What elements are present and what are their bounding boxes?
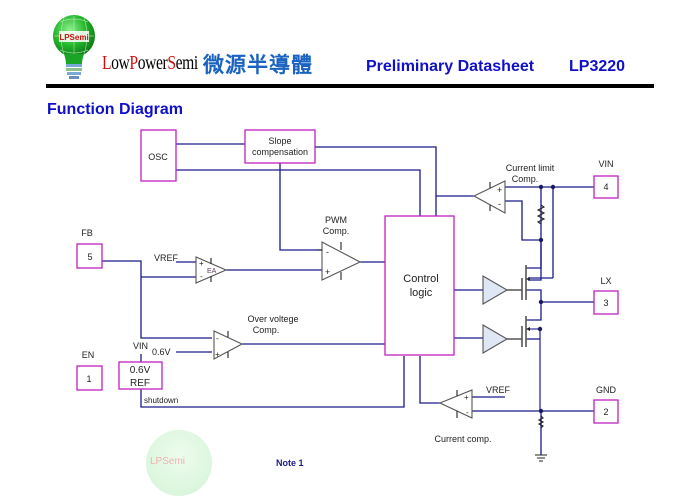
svg-text:+: + <box>325 267 330 277</box>
section-title: Function Diagram <box>47 101 184 118</box>
header-rule <box>46 84 654 88</box>
svg-text:logic: logic <box>410 287 433 299</box>
svg-text:REF: REF <box>130 378 150 389</box>
svg-text:Comp.: Comp. <box>512 174 539 184</box>
svg-text:+: + <box>215 350 220 359</box>
svg-text:EN: EN <box>82 350 95 360</box>
current-limit-sense-resistor <box>536 204 546 225</box>
low-side-gate-buffer <box>482 324 509 354</box>
svg-text:VIN: VIN <box>133 341 148 351</box>
high-side-gate-buffer <box>482 275 509 305</box>
svg-text:+: + <box>199 259 204 268</box>
over-voltage-comparator: - + Over voltege Comp. <box>213 314 299 360</box>
svg-text:VREF: VREF <box>154 253 179 263</box>
svg-text:Control: Control <box>403 273 438 285</box>
svg-text:4: 4 <box>603 182 608 192</box>
svg-text:-: - <box>466 408 469 417</box>
lpsemi-logo-bulb-icon: LPSemi <box>53 15 95 79</box>
svg-text:-: - <box>200 272 203 281</box>
svg-text:FB: FB <box>81 228 93 238</box>
brand-name-en: LowPowerSemi <box>102 52 198 74</box>
svg-text:EA: EA <box>207 268 217 275</box>
svg-text:5: 5 <box>87 252 92 262</box>
svg-text:Current limit: Current limit <box>506 163 555 173</box>
current-sense-resistor <box>537 415 545 429</box>
svg-text:-: - <box>498 199 501 209</box>
part-number: LP3220 <box>569 58 626 75</box>
pin-gnd: GND 2 <box>593 385 619 424</box>
svg-text:0.6V: 0.6V <box>130 365 151 376</box>
svg-text:Over voltege: Over voltege <box>247 314 298 324</box>
error-amplifier: + - EA <box>195 256 228 284</box>
svg-text:+: + <box>464 393 469 402</box>
slope-compensation-block: Slope compensation <box>244 129 316 164</box>
high-side-mosfet <box>507 265 530 300</box>
reference-block: 0.6V REF <box>118 361 163 390</box>
pin-en: EN 1 <box>76 350 103 391</box>
watermark-text: LPSemi <box>150 456 186 467</box>
current-limit-comparator: + - Current limit Comp. <box>472 163 555 214</box>
low-side-mosfet <box>507 316 530 347</box>
current-comparator: + - Current comp. <box>434 389 492 444</box>
function-diagram: OSC Slope compensation Control logic 0.6… <box>76 129 619 462</box>
svg-text:-: - <box>326 247 329 257</box>
logo-badge-text: LPSemi <box>59 33 88 42</box>
control-logic-block: Control logic <box>384 215 455 356</box>
junction-dots <box>537 184 556 414</box>
svg-text:Current comp.: Current comp. <box>434 434 491 444</box>
wires <box>102 143 594 455</box>
svg-text:2: 2 <box>603 407 608 417</box>
svg-text:+: + <box>497 185 502 195</box>
document-header: LPSemi LowPowerSemi 微源半導體 Preliminary Da… <box>0 0 696 90</box>
svg-text:PWM: PWM <box>325 215 347 225</box>
svg-text:Comp.: Comp. <box>323 226 350 236</box>
pin-vin: VIN 4 <box>593 159 619 199</box>
svg-text:OSC: OSC <box>148 152 168 162</box>
pin-lx: LX 3 <box>593 276 619 315</box>
note-fragment: Note 1 <box>276 458 304 468</box>
svg-text:shutdown: shutdown <box>144 396 178 405</box>
svg-text:Comp.: Comp. <box>253 325 280 335</box>
svg-text:-: - <box>216 334 219 343</box>
osc-block: OSC <box>140 129 177 182</box>
document-type: Preliminary Datasheet <box>366 58 535 75</box>
svg-text:GND: GND <box>596 385 617 395</box>
svg-text:compensation: compensation <box>252 147 308 157</box>
ground-symbol <box>535 454 547 462</box>
signal-labels: VREF VREF VIN 0.6V shutdown <box>133 253 511 405</box>
svg-text:0.6V: 0.6V <box>152 347 171 357</box>
pwm-comparator: - + PWM Comp. <box>317 215 362 281</box>
svg-text:VIN: VIN <box>598 159 613 169</box>
svg-text:VREF: VREF <box>486 385 511 395</box>
svg-text:3: 3 <box>603 298 608 308</box>
svg-text:Slope: Slope <box>268 136 291 146</box>
svg-text:LX: LX <box>600 276 611 286</box>
pin-fb: FB 5 <box>76 228 103 269</box>
brand-name-cn: 微源半導體 <box>203 53 313 77</box>
svg-text:1: 1 <box>86 374 91 384</box>
